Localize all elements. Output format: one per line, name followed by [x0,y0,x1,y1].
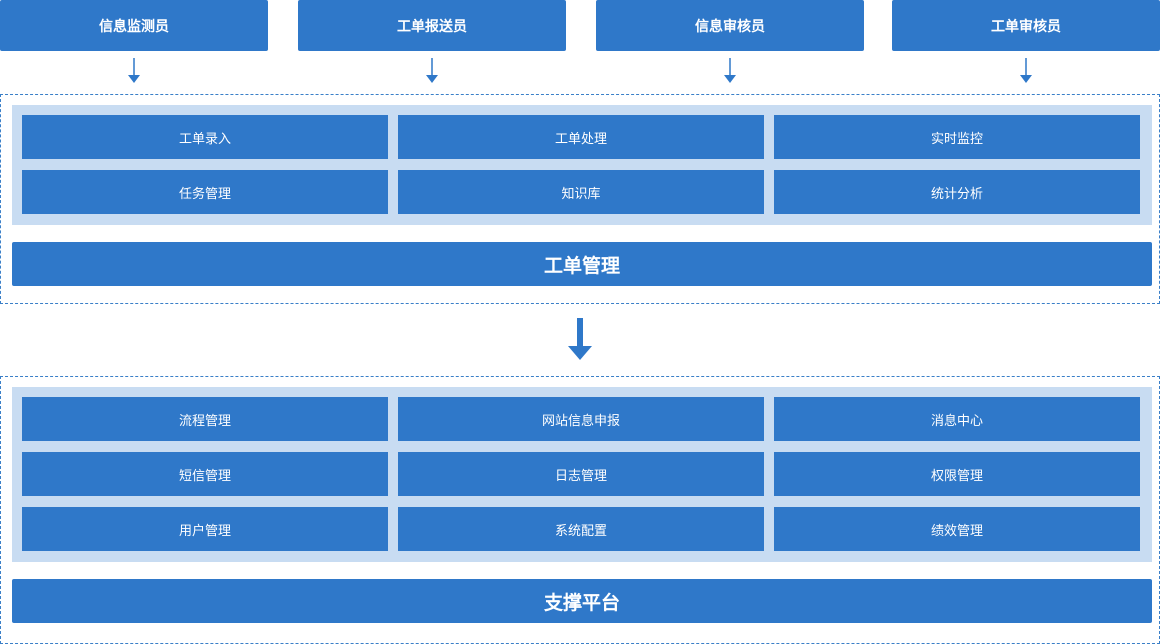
module-system-config: 系统配置 [398,507,764,551]
module-label: 网站信息申报 [541,413,620,429]
role-label: 信息审核员 [695,18,765,35]
workorder-module-grid: 工单录入 工单处理 实时监控 任务管理 知识库 统计分析 [12,105,1152,225]
module-knowledge-base: 知识库 [398,170,764,214]
module-label: 短信管理 [178,468,231,484]
module-task-management: 任务管理 [22,170,388,214]
module-label: 知识库 [561,186,601,202]
role-box-info-reviewer: 信息审核员 [596,0,864,51]
module-label: 统计分析 [930,186,983,202]
module-label: 权限管理 [930,468,983,484]
role-label: 信息监测员 [99,18,169,35]
module-label: 工单处理 [554,131,607,147]
module-logs: 日志管理 [398,452,764,496]
workorder-title-bar: 工单管理 [12,242,1152,286]
module-message-center: 消息中心 [774,397,1140,441]
platform-title: 支撑平台 [543,591,620,614]
module-order-processing: 工单处理 [398,115,764,159]
platform-panel: 流程管理 网站信息申报 消息中心 短信管理 日志管理 权限管理 用户管理 系统配… [0,376,1160,644]
module-label: 绩效管理 [930,523,983,539]
module-label: 工单录入 [178,131,231,147]
platform-title-bar: 支撑平台 [12,579,1152,623]
module-site-declaration: 网站信息申报 [398,397,764,441]
arrow-down-icon [425,58,439,84]
module-label: 系统配置 [554,523,607,539]
workorder-panel: 工单录入 工单处理 实时监控 任务管理 知识库 统计分析 工单管理 [0,94,1160,304]
module-label: 消息中心 [930,413,983,429]
module-performance: 绩效管理 [774,507,1140,551]
arrow-down-icon [1019,58,1033,84]
role-box-order-reviewer: 工单审核员 [892,0,1160,51]
role-label: 工单报送员 [397,18,467,35]
module-label: 任务管理 [178,186,231,202]
role-label: 工单审核员 [991,18,1061,35]
module-label: 流程管理 [178,413,231,429]
role-box-order-submitter: 工单报送员 [298,0,566,51]
module-permissions: 权限管理 [774,452,1140,496]
arrow-down-icon [127,58,141,84]
workorder-title: 工单管理 [543,254,620,277]
module-label: 用户管理 [178,523,231,539]
role-box-info-monitor: 信息监测员 [0,0,268,51]
module-label: 实时监控 [930,131,983,147]
module-workflow: 流程管理 [22,397,388,441]
module-order-entry: 工单录入 [22,115,388,159]
arrow-down-icon [723,58,737,84]
arrow-down-icon [566,318,594,362]
module-realtime-monitor: 实时监控 [774,115,1140,159]
module-label: 日志管理 [554,468,607,484]
module-sms: 短信管理 [22,452,388,496]
module-statistics: 统计分析 [774,170,1140,214]
platform-module-grid: 流程管理 网站信息申报 消息中心 短信管理 日志管理 权限管理 用户管理 系统配… [12,387,1152,562]
module-users: 用户管理 [22,507,388,551]
